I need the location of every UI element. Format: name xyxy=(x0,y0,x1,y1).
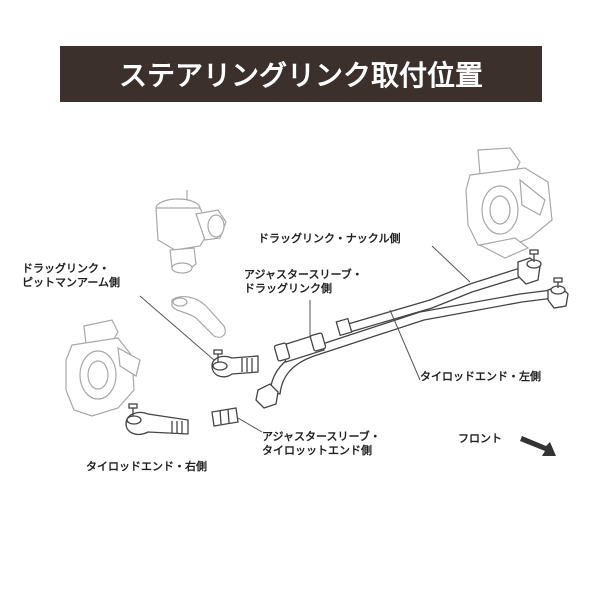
title-banner: ステアリングリンク取付位置 xyxy=(60,46,542,102)
steering-gearbox-ghost xyxy=(155,190,227,274)
pitman-arm-ghost xyxy=(171,296,226,338)
tie-rod xyxy=(255,277,569,409)
label-adjuster-sleeve-drag: アジャスタースリーブ・ ドラッグリンク側 xyxy=(244,268,363,295)
label-tie-rod-end-right: タイロッドエンド・右側 xyxy=(86,460,207,473)
tie-rod-end-pitman xyxy=(211,349,259,378)
label-drag-link-pitman: ドラッグリンク・ ピットマンアーム側 xyxy=(22,262,121,289)
knuckle-right-ghost xyxy=(465,147,553,259)
front-arrow-icon xyxy=(520,436,556,456)
knuckle-left-ghost xyxy=(65,319,141,417)
adjuster-sleeve-tie xyxy=(211,407,239,427)
page-title: ステアリングリンク取付位置 xyxy=(118,59,483,92)
drag-link xyxy=(335,249,542,337)
label-tie-rod-end-left: タイロッドエンド・左側 xyxy=(420,370,541,383)
adjuster-sleeve-drag xyxy=(273,332,327,363)
tie-rod-end-right xyxy=(125,403,189,436)
label-front: フロント xyxy=(458,432,502,445)
label-drag-link-knuckle: ドラッグリンク・ナックル側 xyxy=(258,232,401,245)
leader-lines xyxy=(139,245,471,433)
label-adjuster-sleeve-tie: アジャスタースリーブ・ タイロッットエンド側 xyxy=(262,430,381,457)
